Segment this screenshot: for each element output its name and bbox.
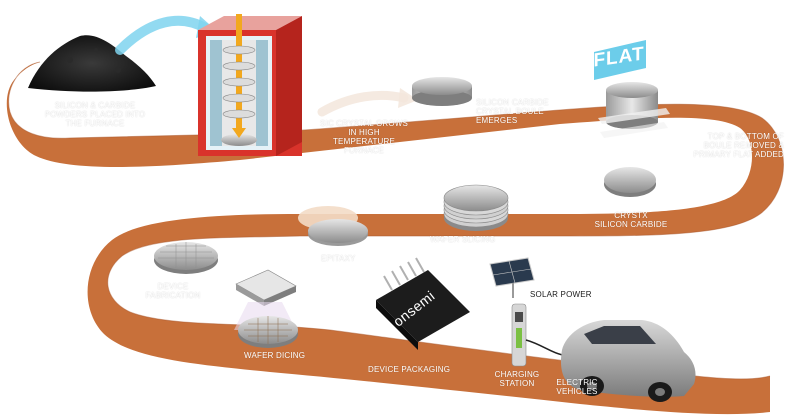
fab-wafer-icon bbox=[154, 242, 218, 274]
label-crystal-grows: SiC CRYSTAL GROWS IN HIGH TEMPERATURE FU… bbox=[319, 119, 409, 155]
label-boule-emerges: SILICON CARBIDE CRYSTAL BOULE EMERGES bbox=[476, 98, 549, 125]
crystx-wafer-icon bbox=[604, 167, 656, 197]
epitaxy-wafer-icon bbox=[298, 206, 368, 246]
solar-panel-icon bbox=[489, 257, 535, 298]
charging-station-icon bbox=[511, 303, 579, 367]
arrowhead-icon bbox=[398, 88, 418, 108]
powder-to-furnace-arrow bbox=[115, 15, 210, 55]
crystal-boule-icon bbox=[412, 77, 472, 106]
wafer-dicing-icon bbox=[234, 269, 298, 348]
flat-sign-panel bbox=[594, 40, 646, 80]
label-epitaxy: EPITAXY bbox=[321, 254, 356, 263]
powder-pile-icon bbox=[28, 35, 156, 92]
label-crystx: CRYSTX SILICON CARBIDE bbox=[594, 211, 668, 229]
wafer-stack-icon bbox=[443, 184, 509, 231]
label-device-fabrication: DEVICE FABRICATION bbox=[145, 282, 201, 300]
growth-arrow bbox=[317, 90, 409, 117]
label-top-bottom-removed: TOP & BOTTOM OF BOULE REMOVED & PRIMARY … bbox=[693, 132, 784, 159]
furnace-icon bbox=[198, 14, 302, 156]
packaged-device-icon bbox=[376, 257, 470, 350]
trimmed-boule-icon bbox=[598, 82, 670, 138]
label-wafer-dicing: WAFER DICING bbox=[244, 351, 306, 360]
road-edge bbox=[8, 61, 784, 380]
electric-vehicle-icon bbox=[560, 320, 696, 402]
label-electric-vehicles: ELECTRIC VEHICLES bbox=[556, 378, 598, 396]
label-charging-station: CHARGING STATION bbox=[494, 370, 540, 388]
label-wafer-slicing: WAFER SLICING bbox=[430, 235, 496, 244]
label-device-packaging: DEVICE PACKAGING bbox=[368, 365, 451, 374]
label-solar-power: SOLAR POWER bbox=[530, 290, 592, 299]
label-powders: SILICON & CARBIDE POWDERS PLACED INTO TH… bbox=[44, 101, 146, 128]
